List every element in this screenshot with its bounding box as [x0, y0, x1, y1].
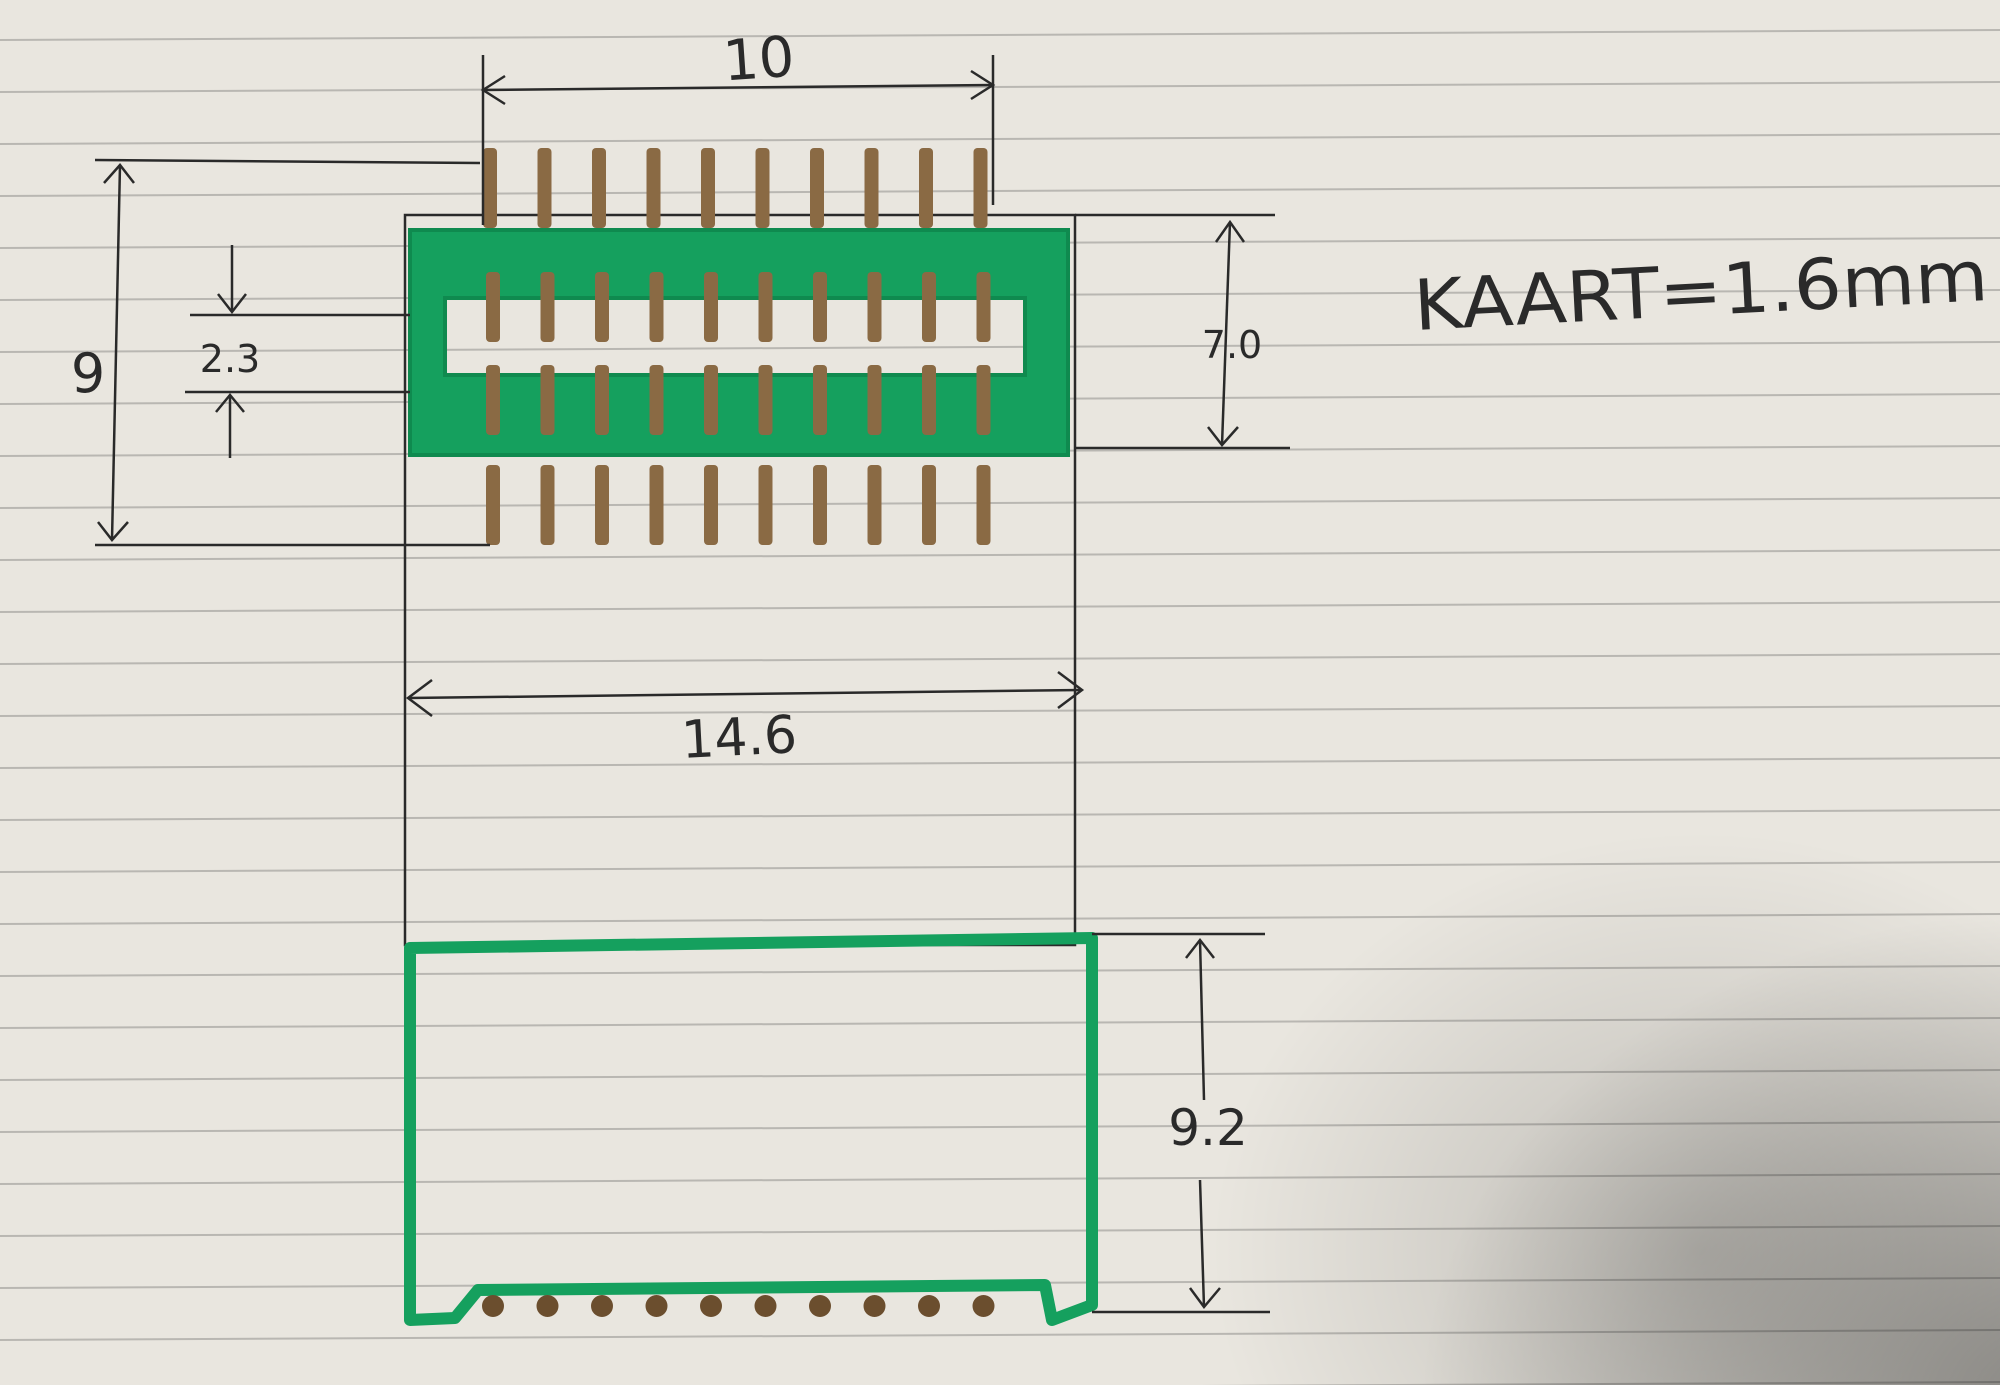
- connector-pin: [919, 148, 933, 228]
- dim-total-height-label: 9: [71, 342, 105, 405]
- connector-pin: [867, 272, 882, 342]
- connector-pin: [758, 365, 773, 435]
- connector-pin: [810, 148, 824, 228]
- connector-pin: [813, 365, 827, 435]
- connector-pin: [540, 465, 555, 545]
- connector-pin: [649, 272, 664, 342]
- connector-pin: [976, 465, 991, 545]
- dimension-lines: [94, 55, 1290, 1314]
- connector-pin: [704, 272, 718, 342]
- connector-pin: [595, 365, 609, 435]
- ruled-line: [0, 809, 2000, 821]
- side-contact: [918, 1295, 940, 1317]
- connector-pin: [864, 148, 879, 228]
- connector-pin: [595, 272, 609, 342]
- outline-rect: [403, 213, 1077, 947]
- connector-pin: [704, 365, 718, 435]
- green-board: [408, 228, 1070, 457]
- ruled-line: [0, 185, 2000, 197]
- connector-pin: [976, 272, 991, 342]
- contact-row: [482, 1295, 995, 1317]
- connector-pin: [704, 465, 718, 545]
- ruled-line: [1199, 1381, 2000, 1385]
- side-contact: [482, 1295, 504, 1317]
- connector-pin: [922, 465, 936, 545]
- side-contact: [536, 1295, 559, 1317]
- ruled-line: [0, 861, 2000, 873]
- connector-pin: [867, 365, 882, 435]
- ruled-line: [0, 1173, 2000, 1185]
- ruled-line: [0, 1069, 2000, 1081]
- ruled-line: [0, 497, 2000, 509]
- side-contact: [863, 1295, 886, 1317]
- side-contact: [700, 1295, 722, 1317]
- connector-pin: [486, 465, 500, 545]
- connector-pin: [973, 148, 988, 228]
- connector-pin: [867, 465, 882, 545]
- connector-pin: [486, 272, 500, 342]
- side-view-board: [404, 932, 1098, 1326]
- connector-pin: [592, 148, 606, 228]
- ruled-line: [0, 1017, 2000, 1029]
- ruled-line: [0, 913, 2000, 925]
- connector-pin: [540, 365, 555, 435]
- connector-pin: [813, 272, 827, 342]
- connector-pin: [537, 148, 552, 228]
- side-contact: [972, 1295, 995, 1317]
- connector-pin: [922, 365, 936, 435]
- connector-pin: [758, 465, 773, 545]
- ruled-line: [0, 133, 2000, 145]
- connector-pin: [813, 465, 827, 545]
- ruled-line: [0, 601, 2000, 613]
- connector-pin: [486, 365, 500, 435]
- pin-row: [483, 148, 991, 545]
- top-view-connector: [403, 148, 1077, 947]
- side-view-connector: [404, 932, 1098, 1326]
- connector-pin: [649, 465, 664, 545]
- connector-pin: [758, 272, 773, 342]
- dim-width-label: 14.6: [680, 705, 799, 771]
- connector-pin: [595, 465, 609, 545]
- dim-body-height-label: 7.0: [1202, 323, 1262, 367]
- ruled-line: [0, 1225, 2000, 1237]
- connector-pin: [483, 148, 497, 228]
- ruled-line: [0, 81, 2000, 93]
- connector-pin: [976, 365, 991, 435]
- dim-side-height-label: 9.2: [1168, 1099, 1248, 1157]
- dim-slot-gap-label: 2.3: [200, 337, 260, 381]
- ruled-line: [0, 705, 2000, 717]
- connector-pin: [646, 148, 661, 228]
- connector-pin: [922, 272, 936, 342]
- connector-pin: [540, 272, 555, 342]
- connector-pin: [755, 148, 770, 228]
- ruled-line: [0, 653, 2000, 665]
- dim-pin-span-label: 10: [721, 25, 797, 95]
- side-contact: [591, 1295, 613, 1317]
- ruled-line: [0, 29, 2000, 41]
- ruled-line: [0, 1329, 2000, 1341]
- side-contact: [754, 1295, 777, 1317]
- connector-pin: [649, 365, 664, 435]
- ruled-line: [0, 965, 2000, 977]
- side-contact: [809, 1295, 831, 1317]
- connector-pin: [701, 148, 715, 228]
- ruled-line: [0, 1121, 2000, 1133]
- board-thickness-note: KAART=1.6mm: [1412, 235, 1991, 347]
- ruled-line: [0, 341, 2000, 353]
- ruled-line: [0, 757, 2000, 769]
- side-contact: [645, 1295, 668, 1317]
- ruled-line: [0, 549, 2000, 561]
